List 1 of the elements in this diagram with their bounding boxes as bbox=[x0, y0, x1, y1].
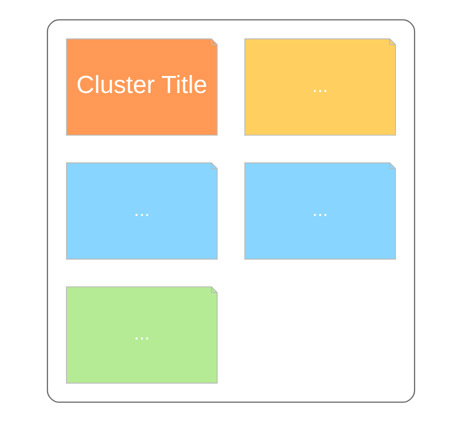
cluster bbox=[46, 19, 415, 403]
